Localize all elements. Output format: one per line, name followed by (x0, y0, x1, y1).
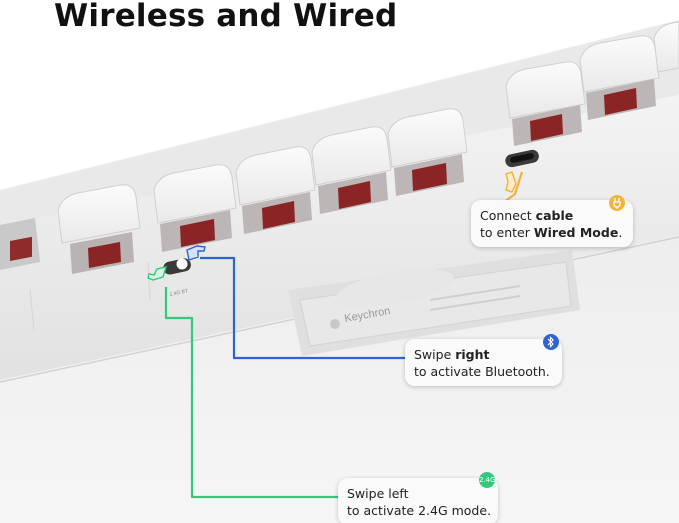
callout-text: Swipe (414, 347, 456, 362)
callout-text: . (545, 364, 550, 379)
keyboard-case-front (0, 95, 679, 385)
product-label-plate: Keychron (288, 250, 580, 356)
bluetooth-mode-callout: Swipe right to activate Bluetooth. (405, 339, 562, 386)
g24-leader-line (164, 287, 338, 499)
callout-emphasis: left (388, 486, 409, 501)
hand-pointer-left-icon (147, 266, 168, 281)
hand-plug-icon (505, 171, 517, 193)
callout-emphasis: right (455, 347, 490, 362)
wired-mode-callout: Connect cable to enter Wired Mode. (471, 200, 633, 247)
hand-pointer-right-icon (186, 245, 206, 261)
callout-text: to activate (414, 364, 486, 379)
page-title: Wireless and Wired (54, 0, 398, 34)
usb-c-port (505, 149, 539, 168)
callout-emphasis: Bluetooth (485, 364, 546, 379)
bluetooth-icon (543, 334, 559, 350)
bluetooth-leader-line (200, 256, 405, 360)
keycap-row (0, 21, 679, 274)
callout-text: . (487, 503, 492, 518)
callout-emphasis: 2.4G mode (418, 503, 488, 518)
callout-emphasis: Wired Mode (533, 225, 619, 240)
callout-text: Connect (480, 208, 536, 223)
callout-text: to activate (347, 503, 419, 518)
callout-emphasis: cable (535, 208, 574, 223)
usb-cable-icon (609, 195, 625, 211)
callout-text: Swipe (347, 486, 389, 501)
callout-text: . (618, 225, 623, 240)
g24-badge-icon: 2.4G (479, 472, 496, 488)
g24-mode-callout: Swipe left to activate 2.4G mode. (338, 478, 498, 523)
switch-labels: 2.4G BT (169, 288, 188, 298)
mode-switch: 2.4G BT (163, 258, 191, 298)
callout-text: to enter (480, 225, 534, 240)
